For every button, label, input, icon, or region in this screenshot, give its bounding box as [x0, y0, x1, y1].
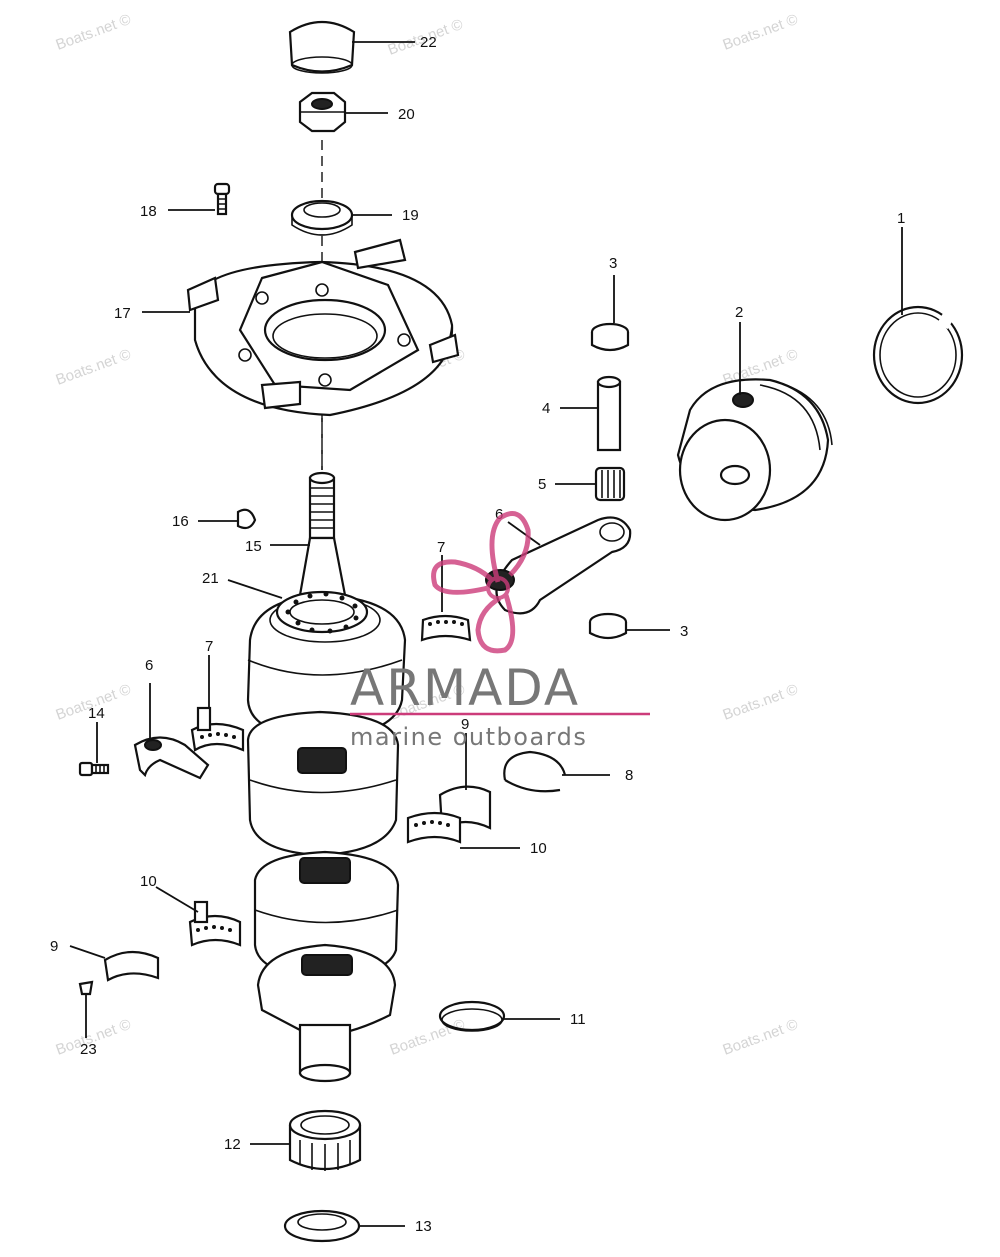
- part-12-roller-bearing[interactable]: [288, 1109, 362, 1171]
- part-20-nut[interactable]: [298, 91, 347, 133]
- part-15-crankshaft[interactable]: [246, 471, 407, 1083]
- part-21-ball-bearing[interactable]: [275, 590, 369, 634]
- watermark: Boats.net ©: [721, 1016, 801, 1059]
- part-22-cap[interactable]: [288, 21, 356, 74]
- part-14-screw[interactable]: [78, 761, 110, 777]
- part-3-bearing-cup-top[interactable]: [590, 322, 630, 352]
- part-7-cage-bearing-right[interactable]: [420, 614, 472, 642]
- callout-23: 23: [80, 1041, 97, 1058]
- part-18-screw[interactable]: [213, 182, 231, 216]
- callout-10: 10: [140, 873, 157, 890]
- callout-12: 12: [224, 1136, 241, 1153]
- callout-21: 21: [202, 570, 219, 587]
- callout-9: 9: [50, 938, 58, 955]
- callout-18: 18: [140, 203, 157, 220]
- callout-7: 7: [205, 638, 213, 655]
- part-10-cage-bearing-right[interactable]: [406, 811, 462, 844]
- callout-16: 16: [172, 513, 189, 530]
- callout-14: 14: [88, 705, 105, 722]
- part-5-needle-bearing[interactable]: [594, 466, 626, 502]
- callout-2: 2: [735, 304, 743, 321]
- callout-20: 20: [398, 106, 415, 123]
- watermark: Boats.net ©: [54, 346, 134, 389]
- part-17-retainer-plate[interactable]: [186, 238, 460, 417]
- part-11-retaining-ring[interactable]: [438, 1000, 506, 1032]
- callout-3: 3: [609, 255, 617, 272]
- callout-15: 15: [245, 538, 262, 555]
- callout-3: 3: [680, 623, 688, 640]
- leader-lines: [69, 41, 903, 1227]
- watermark-layer: Boats.net © Boats.net © Boats.net © Boat…: [54, 11, 801, 1059]
- part-13-seal[interactable]: [283, 1209, 361, 1243]
- callout-1: 1: [897, 210, 905, 227]
- part-4-wrist-pin[interactable]: [596, 375, 622, 452]
- part-7-cage-bearing-left[interactable]: [190, 706, 245, 752]
- callout-19: 19: [402, 207, 419, 224]
- part-8-retaining-ring[interactable]: [503, 750, 567, 793]
- watermark: Boats.net ©: [721, 11, 801, 54]
- callout-6: 6: [495, 506, 503, 523]
- part-10-cage-bearing-left[interactable]: [188, 900, 242, 947]
- brand-name: ARMADA: [350, 659, 580, 717]
- part-1-piston-ring[interactable]: [872, 305, 964, 405]
- callout-22: 22: [420, 34, 437, 51]
- callout-labels: 22 20 19 18 17 16 15 21 1 2 3 4 5 6 3 7 …: [50, 34, 905, 1235]
- part-2-piston[interactable]: [676, 378, 833, 522]
- part-23-dowel-pin[interactable]: [78, 980, 94, 996]
- part-9-bearing-race-left[interactable]: [103, 950, 160, 982]
- callout-9: 9: [461, 716, 469, 733]
- callout-7: 7: [437, 539, 445, 556]
- propeller-logo-icon: [431, 511, 531, 654]
- callout-13: 13: [415, 1218, 432, 1235]
- part-16-woodruff-key[interactable]: [236, 508, 257, 530]
- part-3-bearing-cup-bottom[interactable]: [588, 612, 628, 640]
- callout-4: 4: [542, 400, 550, 417]
- watermark: Boats.net ©: [721, 681, 801, 724]
- callout-5: 5: [538, 476, 546, 493]
- callout-10: 10: [530, 840, 547, 857]
- callout-17: 17: [114, 305, 131, 322]
- watermark: Boats.net ©: [388, 1016, 468, 1059]
- callout-8: 8: [625, 767, 633, 784]
- part-6-rod-cap-left[interactable]: [133, 736, 210, 780]
- callout-11: 11: [570, 1011, 586, 1028]
- callout-6: 6: [145, 657, 153, 674]
- part-19-seal[interactable]: [290, 199, 354, 236]
- brand-tagline: marine outboards: [350, 723, 587, 751]
- armada-brand-overlay: ARMADA marine outboards: [350, 511, 650, 751]
- watermark: Boats.net ©: [54, 11, 134, 54]
